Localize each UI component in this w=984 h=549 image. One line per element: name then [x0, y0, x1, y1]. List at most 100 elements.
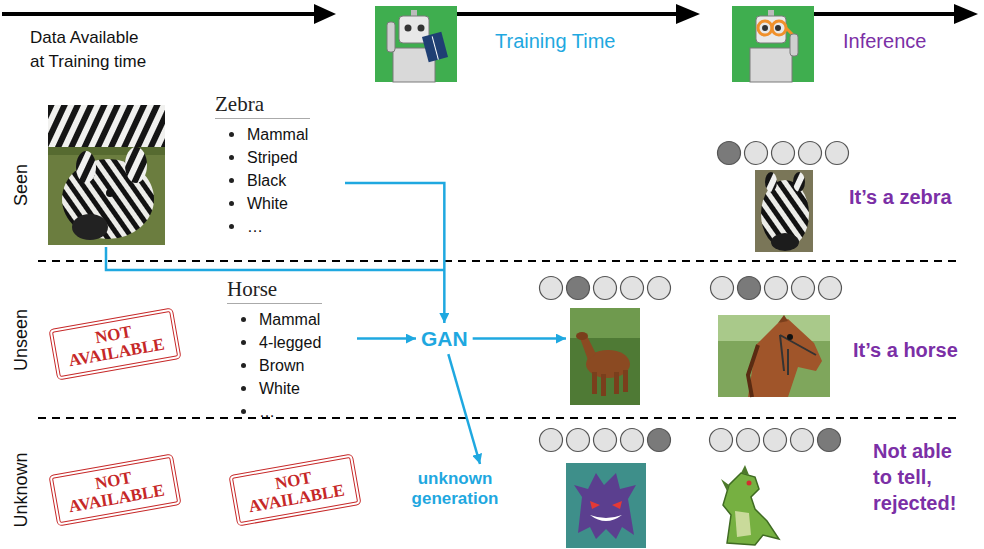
- score-circle: [819, 277, 842, 300]
- horse-test-photo: [787, 334, 793, 340]
- row-divider: [38, 260, 958, 262]
- zebra-photo: [76, 151, 96, 183]
- zebra-photo: [72, 214, 108, 240]
- bullet-dot: [229, 178, 234, 183]
- attribute-text: White: [259, 380, 300, 398]
- robot-reading-icon: [375, 6, 457, 82]
- row-title: Unknown: [10, 452, 33, 527]
- result-text: It’s a horse: [853, 337, 958, 363]
- generated-horse-image: [570, 308, 640, 405]
- timeline-arrow: [676, 4, 700, 24]
- not-available-stamp: NOT AVAILABLE: [48, 453, 181, 526]
- robot-glasses-icon: [762, 25, 768, 31]
- zebra-photo: [48, 105, 165, 147]
- ghost-monster-image: [590, 515, 622, 521]
- row-title: Seen: [10, 164, 33, 206]
- timeline-arrow: [2, 4, 978, 24]
- unknown-generation-box: unknown generation: [405, 465, 505, 512]
- attribute-row: Mammal: [215, 123, 345, 146]
- bullet-dot: [241, 340, 246, 345]
- bullet-dot: [241, 363, 246, 368]
- not-available-stamp: NOT AVAILABLE: [228, 453, 361, 526]
- dinosaur-monster-image: [705, 465, 785, 547]
- node-text: unknown generation: [407, 469, 503, 510]
- horse-test-photo: [718, 315, 830, 397]
- zebra-test-photo: [793, 172, 805, 192]
- class-score-circles: [540, 429, 671, 452]
- robot-glasses-icon: [732, 6, 814, 82]
- attribute-text: Brown: [259, 357, 304, 375]
- score-circle: [772, 142, 795, 165]
- score-circle: [791, 429, 814, 452]
- attribute-list: ZebraMammalStripedBlackWhite…: [215, 92, 345, 238]
- horse-test-photo: [780, 335, 816, 375]
- zebra-photo: [48, 105, 165, 245]
- horse-test-photo: [778, 315, 788, 323]
- score-circle: [710, 429, 733, 452]
- attribute-text: Mammal: [247, 126, 308, 144]
- row-divider: [38, 417, 958, 419]
- bullet-dot: [241, 409, 246, 414]
- robot-reading-icon: [375, 6, 457, 82]
- score-circle: [621, 429, 644, 452]
- attribute-row: White: [227, 377, 357, 400]
- bullet-dot: [241, 317, 246, 322]
- score-circle: [764, 429, 787, 452]
- phase-title: Training Time: [495, 28, 615, 54]
- score-circle: [738, 277, 761, 300]
- attribute-row: White: [215, 192, 345, 215]
- robot-glasses-icon: [756, 16, 786, 43]
- score-circle: [711, 277, 734, 300]
- attribute-text: …: [247, 218, 263, 236]
- result-text: It’s a zebra: [849, 184, 952, 210]
- score-circle: [621, 277, 644, 300]
- attribute-row: …: [215, 215, 345, 238]
- robot-reading-icon: [422, 32, 448, 62]
- zebra-test-photo: [755, 170, 813, 252]
- gan-box: GAN: [417, 324, 472, 353]
- zebra-photo: [106, 189, 114, 197]
- not-available-stamp: NOT AVAILABLE: [48, 307, 181, 380]
- attribute-text: …: [259, 403, 275, 421]
- timeline-arrow: [314, 4, 336, 24]
- horse-test-photo: [748, 345, 758, 397]
- zebra-photo: [48, 147, 165, 155]
- robot-reading-icon: [387, 22, 395, 52]
- bullet-dot: [229, 132, 234, 137]
- timeline-arrow: [2, 12, 318, 16]
- robot-glasses-icon: [758, 21, 772, 35]
- attribute-row: Striped: [215, 146, 345, 169]
- attribute-text: Mammal: [259, 311, 320, 329]
- attribute-row: Black: [215, 169, 345, 192]
- score-circle: [765, 277, 788, 300]
- axis-caption: Data Available at Training time: [30, 26, 152, 74]
- merge-line: [106, 247, 444, 270]
- dinosaur-monster-image: [747, 481, 752, 486]
- bullet-dot: [241, 386, 246, 391]
- stamp-text: NOT AVAILABLE: [242, 463, 349, 516]
- score-circle: [826, 142, 849, 165]
- attribute-list: HorseMammal 4-leggedBrownWhite …: [227, 277, 357, 423]
- score-circle: [745, 142, 768, 165]
- ghost-monster-image: [566, 463, 646, 548]
- attribute-row: 4-legged: [227, 331, 357, 354]
- attribute-row: Mammal: [227, 308, 357, 331]
- dinosaur-monster-image: [735, 511, 751, 537]
- dinosaur-monster-image: [723, 473, 779, 545]
- zebra-test-photo: [765, 172, 777, 192]
- class-name: Horse: [227, 277, 322, 304]
- score-circle: [594, 429, 617, 452]
- horse-test-photo: [748, 319, 822, 397]
- score-circle: [737, 429, 760, 452]
- robot-glasses-icon: [775, 25, 781, 31]
- attribute-row: …: [227, 400, 357, 423]
- stamp-text: NOT AVAILABLE: [62, 463, 169, 516]
- score-circle: [594, 277, 617, 300]
- attribute-row: Brown: [227, 354, 357, 377]
- score-circle: [818, 429, 841, 452]
- robot-glasses-icon: [750, 48, 792, 82]
- ghost-monster-image: [590, 501, 600, 509]
- score-circle: [799, 142, 822, 165]
- bullet-dot: [229, 224, 234, 229]
